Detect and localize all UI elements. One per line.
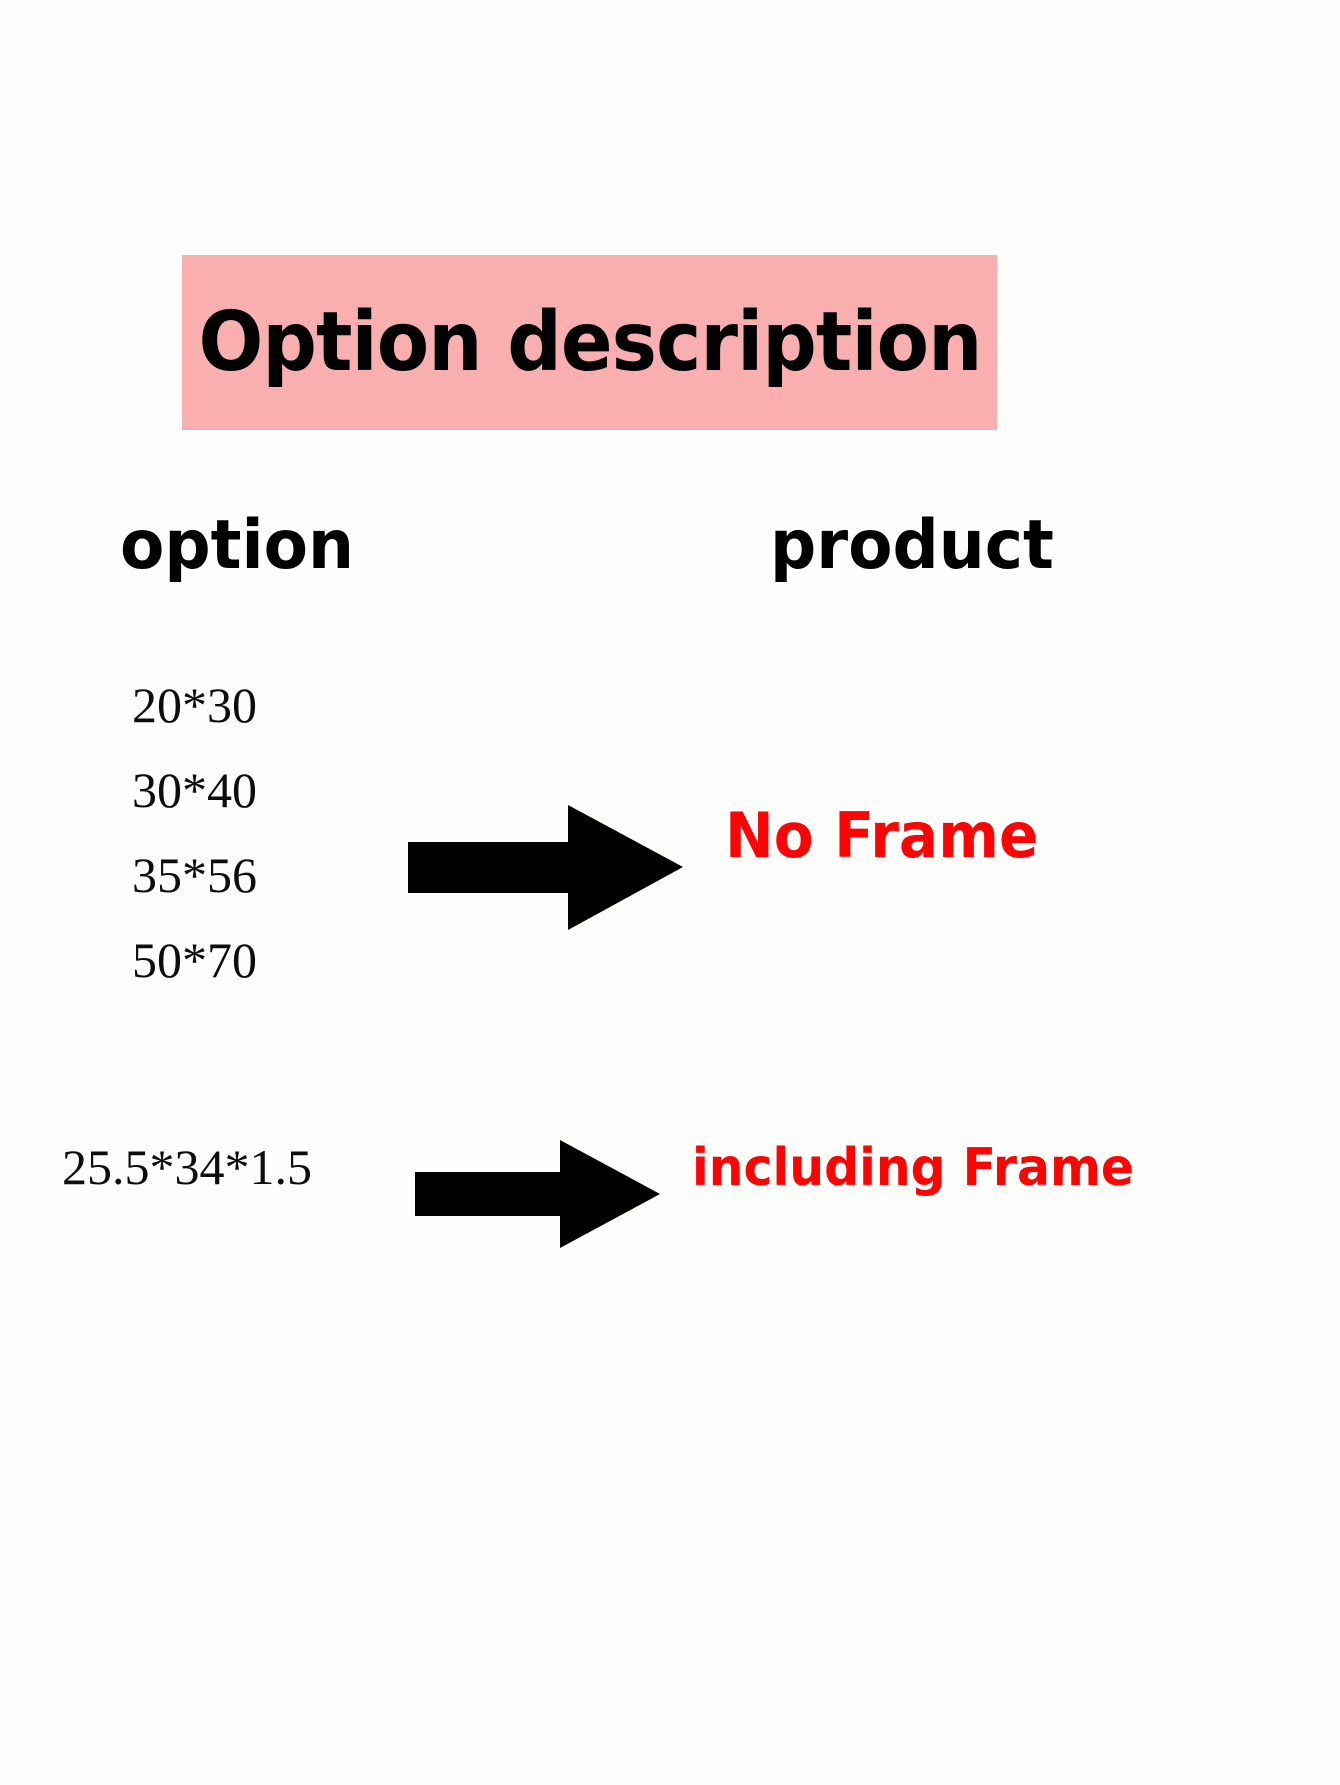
page-title: Option description [197,294,982,390]
column-header-option: option [120,506,355,585]
column-header-product: product [770,506,1054,585]
list-item: 35*56 [132,847,257,903]
option-size-list: 20*30 30*40 35*56 50*70 [132,680,392,1020]
right-arrow-icon [415,1140,660,1248]
list-item: 50*70 [132,932,257,988]
right-arrow-icon [408,805,683,930]
product-value-including-frame: including Frame [692,1138,1135,1198]
list-item: 30*40 [132,762,257,818]
list-item: 20*30 [132,677,257,733]
option-description-banner: Option description [182,255,997,430]
product-value-no-frame: No Frame [725,799,1039,872]
list-item: 25.5*34*1.5 [62,1139,312,1195]
